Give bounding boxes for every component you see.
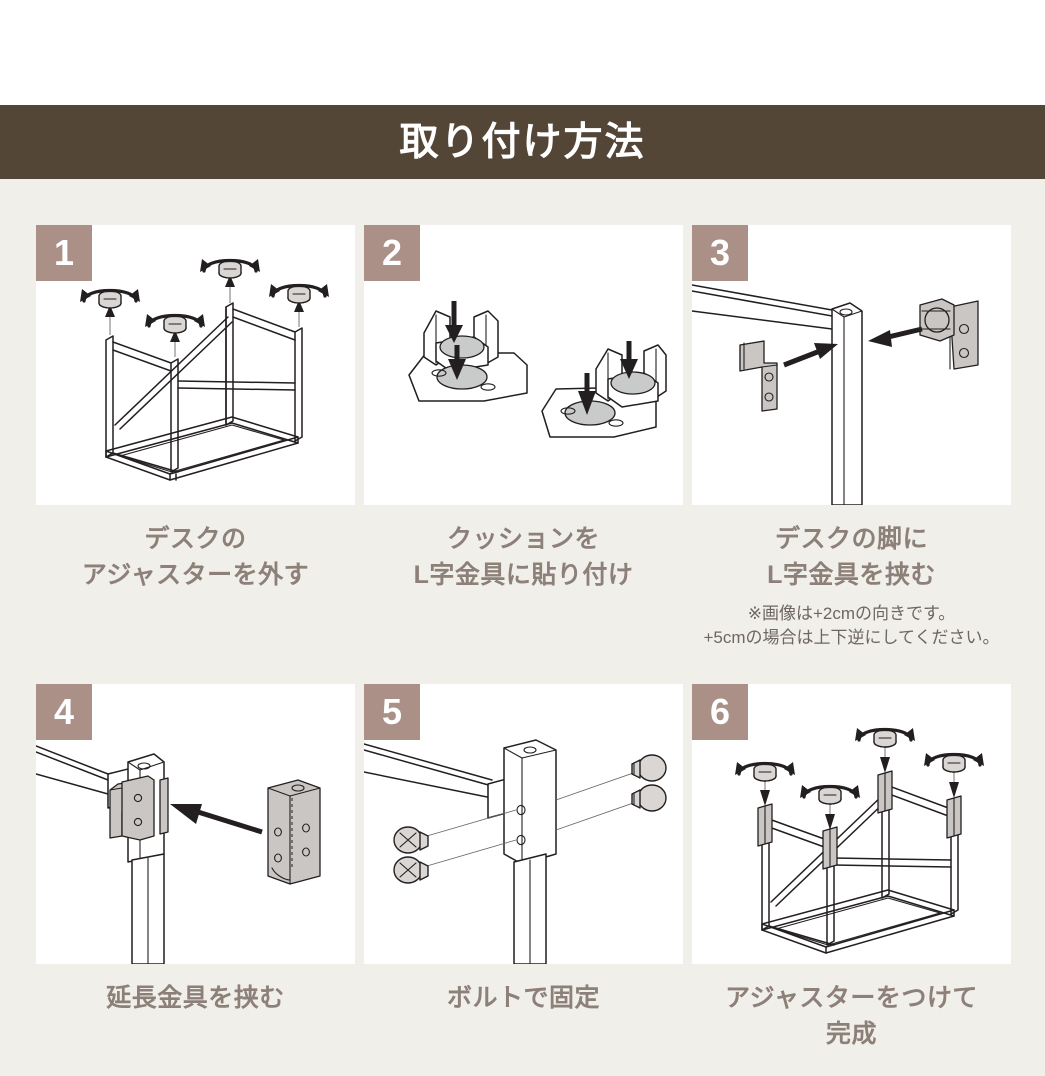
l-bracket-right-piece — [919, 298, 979, 370]
step-2-caption: クッションを L字金具に貼り付け — [364, 521, 683, 594]
desk-rail-and-leg — [692, 284, 863, 505]
step-4-caption: 延長金具を挟む — [36, 980, 355, 1016]
step-2-number-badge: 2 — [364, 225, 420, 281]
insert-arrow — [170, 803, 263, 835]
steps-grid: 1 — [36, 225, 1011, 1053]
step-1-caption-line-1: デスクの — [144, 525, 247, 553]
step-1-caption-line-2: アジャスターを外す — [81, 561, 310, 590]
step-3: 3 — [692, 225, 1011, 651]
step-3-note-line-2: +5cmの場合は上下逆にしてください。 — [703, 628, 1000, 648]
desk-rail-and-leg-assembled — [36, 745, 169, 964]
bolt-right-upper — [631, 754, 667, 782]
step-5-caption: ボルトで固定 — [364, 980, 683, 1016]
top-white-strip — [0, 0, 1045, 105]
step-2-caption-line-2: L字金具に貼り付け — [413, 561, 634, 590]
cushion-pad-upper — [439, 335, 485, 359]
step-5-caption-line-1: ボルトで固定 — [446, 983, 600, 1012]
desk-frame-attach-adjusters-illustration — [735, 727, 984, 954]
extension-brackets-on-legs — [757, 770, 962, 870]
step-4-illustration-panel: 4 — [36, 683, 355, 964]
step-6-caption-line-1: アジャスターをつけて — [725, 983, 978, 1012]
desk-frame-remove-adjusters-illustration — [80, 259, 329, 481]
step-2: 2 — [364, 225, 683, 651]
step-3-caption-line-2: L字金具を挟む — [767, 561, 936, 590]
bolt-right-lower — [631, 784, 667, 812]
bolt-left-upper — [393, 826, 429, 854]
bolts-left — [393, 809, 517, 884]
adjuster-feet-attach-group — [735, 727, 984, 830]
steps-body: 1 — [0, 179, 1045, 1076]
step-4-caption-line-1: 延長金具を挟む — [106, 983, 285, 1012]
adjuster-foot-4 — [269, 284, 329, 327]
step-6-illustration-panel: 6 — [692, 683, 1011, 964]
step-3-illustration-panel: 3 — [692, 225, 1011, 505]
cushion-pad-lower — [436, 364, 488, 390]
bolt-fixing-illustration — [364, 739, 667, 964]
cushion-on-l-bracket-illustration — [408, 301, 667, 438]
adjuster-foot-1 — [80, 289, 140, 335]
page-title: 取り付け方法 — [399, 120, 646, 164]
step-4: 4 — [36, 683, 355, 1053]
step-1-illustration-panel: 1 — [36, 225, 355, 505]
step-5-illustration-panel: 5 — [364, 683, 683, 964]
step-6-number-badge: 6 — [692, 683, 748, 740]
step-3-caption: デスクの脚に L字金具を挟む — [692, 521, 1011, 594]
step-6-caption-line-2: 完成 — [825, 1020, 877, 1049]
step-3-note-line-1: ※画像は+2cmの向きです。 — [747, 603, 956, 623]
step-3-caption-line-1: デスクの脚に — [774, 525, 928, 553]
step-2-illustration-panel: 2 — [364, 225, 683, 505]
bolts-right — [555, 754, 667, 831]
desk-rail-and-leg-with-holes — [364, 739, 557, 964]
step-6-caption: アジャスターをつけて 完成 — [692, 980, 1011, 1053]
step-3-number-badge: 3 — [692, 225, 748, 281]
cushion-pad-upper-right — [610, 371, 656, 395]
step-4-number-badge: 4 — [36, 683, 92, 740]
l-bracket-right — [541, 344, 667, 438]
step-1-number-badge: 1 — [36, 225, 92, 281]
step-3-note: ※画像は+2cmの向きです。 +5cmの場合は上下逆にしてください。 — [692, 602, 1011, 651]
step-5-number-badge: 5 — [364, 683, 420, 740]
step-1: 1 — [36, 225, 355, 651]
adjuster-foot-1-attach — [735, 761, 795, 806]
adjuster-foot-3 — [200, 259, 260, 303]
desk-frame-drawing — [105, 302, 303, 481]
step-1-caption: デスクの アジャスターを外す — [36, 521, 355, 594]
page-banner: 取り付け方法 — [0, 105, 1045, 179]
adjuster-feet-rotation-group — [80, 259, 329, 357]
bracket-onto-desk-leg-illustration — [692, 284, 979, 505]
right-bracket-arrows — [578, 341, 638, 415]
step-5: 5 — [364, 683, 683, 1053]
step-2-caption-line-1: クッションを — [446, 525, 600, 553]
left-bracket-arrows — [445, 301, 466, 380]
bolt-left-lower — [393, 856, 429, 884]
l-bracket-left-piece — [739, 340, 778, 412]
desk-frame-drawing-final — [761, 779, 959, 954]
extension-bracket-illustration — [36, 745, 321, 964]
l-bracket-left — [408, 310, 528, 402]
adjuster-foot-3-attach — [855, 727, 915, 773]
extension-bracket-part — [267, 779, 321, 885]
adjuster-foot-4-attach — [924, 752, 984, 798]
adjuster-foot-2-attach — [800, 784, 860, 830]
assembly-arrows — [783, 326, 923, 368]
adjuster-foot-2 — [145, 314, 205, 357]
step-6: 6 — [692, 683, 1011, 1053]
